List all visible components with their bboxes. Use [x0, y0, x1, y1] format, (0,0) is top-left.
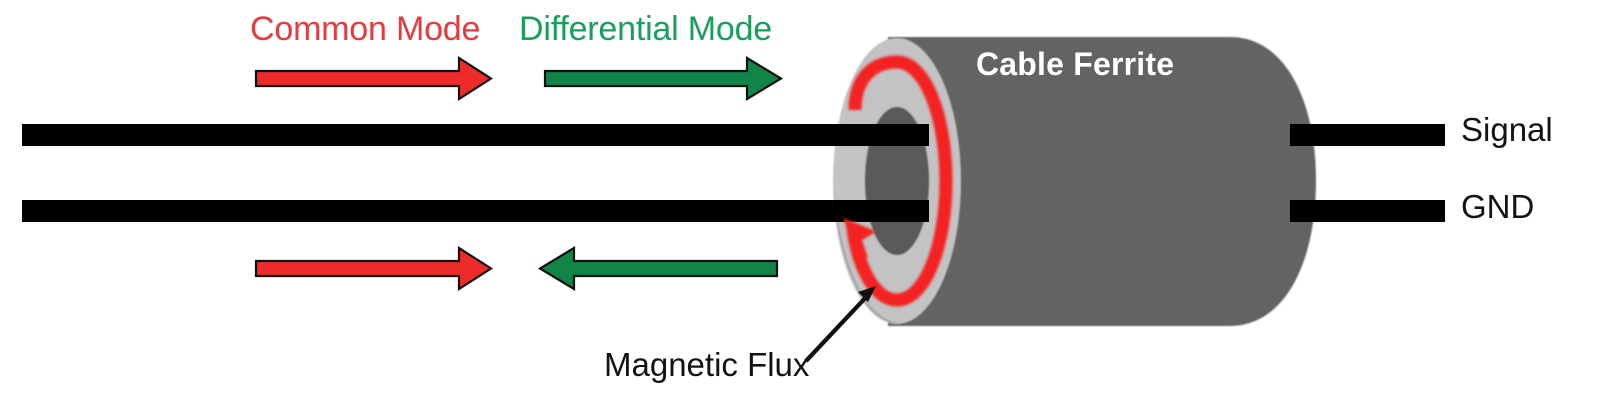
gnd-cable-right	[1290, 200, 1445, 222]
ferrite-cylinder-body	[888, 37, 1316, 326]
signal-label: Signal	[1461, 111, 1553, 148]
differential-mode-arrow-bottom-shape	[537, 246, 779, 291]
signal-cable-right	[1290, 124, 1445, 146]
cable-right-group	[1290, 124, 1445, 222]
common-mode-label: Common Mode	[250, 10, 481, 48]
magnetic-flux-leader-line	[804, 292, 871, 363]
cable-left-group	[22, 124, 888, 222]
magnetic-flux-leader	[804, 286, 876, 363]
common-mode-arrow-top	[254, 55, 494, 102]
magnetic-flux-arrow	[843, 55, 953, 307]
magnetic-flux-label: Magnetic Flux	[604, 346, 810, 383]
flux-arrowhead-tip	[843, 218, 873, 246]
signal-cable-left	[22, 124, 888, 146]
gnd-cable-through-bore	[833, 200, 929, 222]
signal-cable-through-bore	[833, 124, 929, 146]
differential-mode-arrow-bottom	[537, 246, 779, 291]
common-mode-arrow-bottom-shape	[254, 245, 494, 292]
flux-arc	[846, 55, 953, 307]
cable-ferrite-label: Cable Ferrite	[976, 46, 1175, 82]
common-mode-arrow-top-shape	[254, 55, 494, 102]
differential-mode-arrow-top-shape	[543, 56, 784, 101]
differential-mode-arrow-top	[543, 56, 784, 101]
gnd-label: GND	[1461, 188, 1535, 225]
differential-mode-label: Differential Mode	[519, 10, 772, 48]
gnd-cable-left	[22, 200, 888, 222]
common-mode-arrow-bottom	[254, 245, 494, 292]
magnetic-flux-leader-arrowhead	[858, 286, 876, 302]
